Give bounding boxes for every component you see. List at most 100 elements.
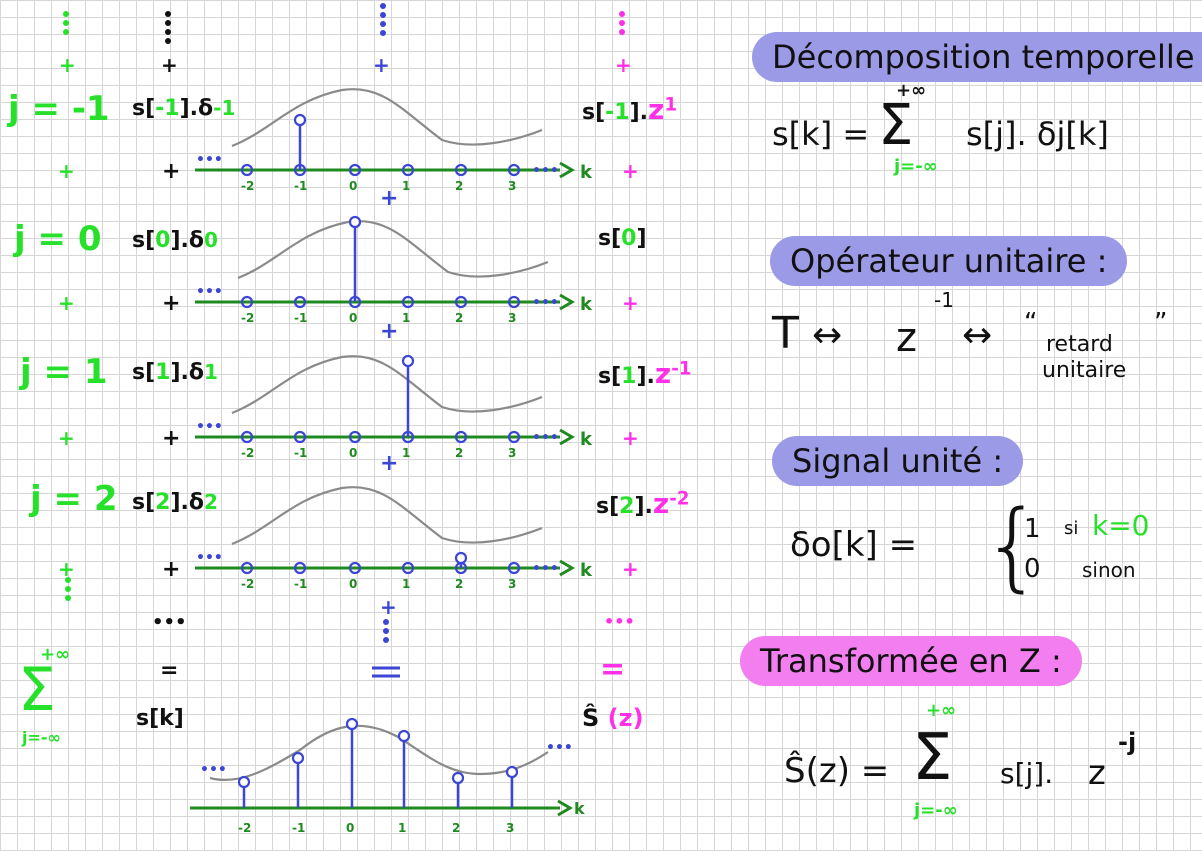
vdots-green-bottom	[65, 586, 71, 592]
axis-arrow	[559, 428, 575, 446]
plus-sign-left: +	[58, 557, 75, 581]
axis-arrow	[559, 559, 575, 577]
tz-title: Transformée en Z :	[740, 636, 1082, 686]
tick-point	[293, 561, 307, 575]
sum-curve	[209, 724, 549, 782]
axis-left-dots: •••	[196, 550, 223, 566]
tz-lhs: Ŝ(z) =	[784, 751, 890, 791]
tick-point	[401, 163, 415, 177]
tz-exp: -j	[1118, 728, 1137, 756]
plus-sign: +	[162, 557, 180, 582]
tick-point	[293, 295, 307, 309]
term-row-minus-1: s[-1].δ-1	[132, 96, 236, 121]
decomp-term: s[j]. δj[k]	[966, 115, 1109, 153]
tick-label: 3	[508, 179, 516, 193]
tick-label: -2	[241, 446, 254, 460]
tick-point	[348, 163, 362, 177]
axis-k-label: k	[580, 429, 593, 450]
operator-T: T	[772, 308, 799, 359]
plus-sign: +	[162, 291, 180, 316]
signal-brace: {	[982, 490, 1044, 602]
zterm-row-0: s[0]	[598, 226, 647, 251]
vdots-black-top	[165, 29, 171, 35]
axis-left-dots: •••	[196, 419, 223, 435]
axis-arrow	[559, 161, 575, 179]
tick-label: 0	[349, 577, 357, 591]
sum-stem-head	[451, 771, 465, 785]
tick-label: -2	[241, 179, 254, 193]
ellipsis-mid: •••	[152, 612, 187, 633]
vdots-black-top	[165, 38, 171, 44]
axis-arrow	[559, 293, 575, 311]
decomp-sum-bottom: j=-∞	[894, 156, 938, 177]
tick-label: 1	[402, 311, 410, 325]
plus-sign: +	[162, 426, 180, 451]
tick-label: -1	[294, 446, 307, 460]
delta-head	[401, 354, 415, 368]
operator-arrow-1: ↔	[812, 315, 843, 356]
tick-point	[507, 295, 521, 309]
decomp-equation: s[k] =	[772, 115, 870, 153]
vdots-green-top	[63, 11, 69, 17]
signal-curve	[231, 88, 543, 148]
zterm-row-1: s[1].z-1	[598, 357, 692, 390]
tick-label: 3	[508, 311, 516, 325]
tick-label: 3	[508, 446, 516, 460]
tick-point	[240, 561, 254, 575]
vdots-magenta-top	[619, 20, 625, 26]
row-label-j-0: j = 0	[14, 219, 102, 259]
vdots-blue-top	[380, 12, 386, 18]
tick-point	[240, 430, 254, 444]
row-label-j-2: j = 2	[30, 479, 118, 519]
vdots-blue-top	[380, 30, 386, 36]
plus-sign-bottom: +	[380, 595, 397, 619]
equals-left: =	[160, 658, 179, 683]
operator-arrow-2: ↔	[962, 315, 993, 356]
operator-z: z	[896, 315, 917, 361]
plus-sign-center: +	[380, 319, 398, 344]
sum-tick-label: 3	[506, 821, 514, 835]
vdots-blue-bottom	[383, 637, 389, 643]
tick-label: 2	[455, 446, 463, 460]
sum-tick-label: 1	[398, 821, 406, 835]
sum-bottom-left: j=-∞	[22, 728, 61, 747]
tz-sum-top: +∞	[926, 700, 957, 721]
axis-k-label: k	[580, 294, 593, 315]
signal-case2-val: 0	[1024, 554, 1041, 584]
axis-left-dots: •••	[196, 284, 223, 300]
axis-right-dots: •••	[532, 430, 559, 446]
tz-z: z	[1088, 753, 1106, 793]
vdots-blue-bottom	[383, 619, 389, 625]
axis-k-label: k	[580, 560, 593, 581]
tick-label: 2	[455, 179, 463, 193]
plus-sign-right: +	[622, 557, 639, 581]
plus-sign-center: +	[380, 186, 398, 211]
vdots-blue-top	[380, 21, 386, 27]
decomp-title: Décomposition temporelle :	[752, 32, 1202, 82]
signal-curve	[231, 486, 543, 546]
vdots-magenta-top	[619, 29, 625, 35]
tick-point	[507, 163, 521, 177]
sum-tick-label: -2	[238, 821, 251, 835]
sum-stem-head	[397, 729, 411, 743]
tick-point	[240, 163, 254, 177]
operator-quote-open: “	[1024, 308, 1038, 338]
axis-k-label: k	[580, 162, 593, 183]
vdots-green-top	[63, 29, 69, 35]
tick-point	[401, 295, 415, 309]
tick-label: 3	[508, 577, 516, 591]
sk-label: s[k]	[136, 706, 184, 731]
sum-axis-arrow	[557, 799, 573, 817]
tick-label: -1	[294, 179, 307, 193]
plus-sign-top: +	[59, 53, 76, 77]
plus-sign-right: +	[622, 159, 639, 183]
tick-label: 1	[402, 577, 410, 591]
term-row-1: s[1].δ1	[132, 360, 218, 385]
vdots-green-top	[63, 20, 69, 26]
plus-sign-left: +	[58, 426, 75, 450]
signal-title: Signal unité :	[772, 436, 1024, 486]
